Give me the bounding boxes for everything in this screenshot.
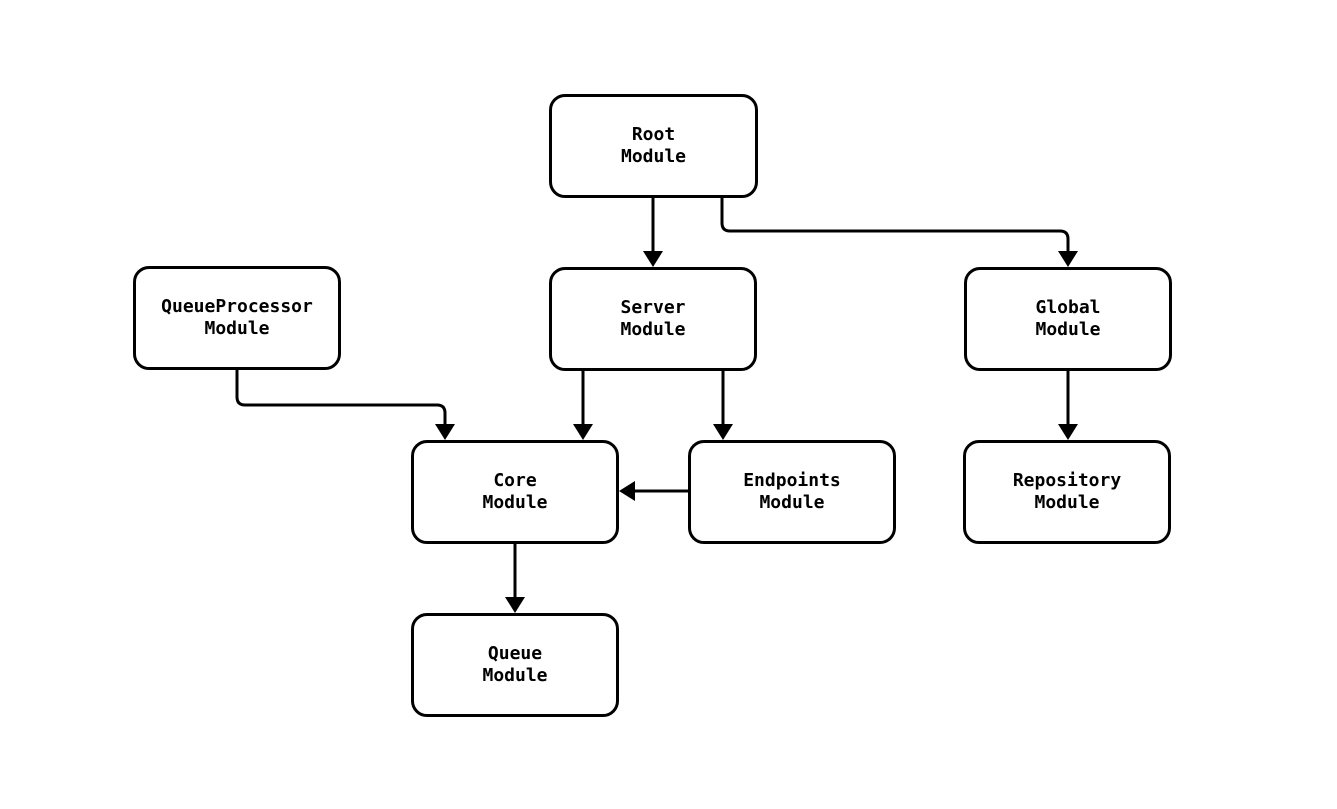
node-label-root-module: Root Module <box>620 124 687 167</box>
node-label-server-module: Server Module <box>620 297 686 340</box>
arrowhead-icon <box>435 424 455 440</box>
edge-root-module-to-global-module <box>720 198 1070 253</box>
arrowhead-icon <box>1058 251 1078 267</box>
node-label-global-module: Global Module <box>1035 297 1101 340</box>
node-label-endpoints-module: Endpoints Module <box>743 470 841 513</box>
arrowhead-icon <box>573 424 593 440</box>
arrowhead-icon <box>1058 424 1078 440</box>
edge-queueprocessor-module-to-core-module <box>235 370 447 426</box>
arrowhead-icon <box>619 481 635 501</box>
arrowhead-icon <box>643 251 663 267</box>
arrowhead-icon <box>713 424 733 440</box>
node-label-core-module: Core Module <box>482 470 548 513</box>
node-queueprocessor-module: QueueProcessor Module <box>133 266 341 370</box>
node-server-module: Server Module <box>549 267 757 371</box>
node-label-queue-module: Queue Module <box>482 643 548 686</box>
node-core-module: Core Module <box>411 440 619 544</box>
arrowhead-icon <box>505 597 525 613</box>
node-endpoints-module: Endpoints Module <box>688 440 896 544</box>
node-label-queueprocessor-module: QueueProcessor Module <box>161 296 313 339</box>
node-label-repository-module: Repository Module <box>1012 470 1122 513</box>
node-queue-module: Queue Module <box>411 613 619 717</box>
node-repository-module: Repository Module <box>963 440 1171 544</box>
node-global-module: Global Module <box>964 267 1172 371</box>
node-root-module: Root Module <box>549 94 758 198</box>
